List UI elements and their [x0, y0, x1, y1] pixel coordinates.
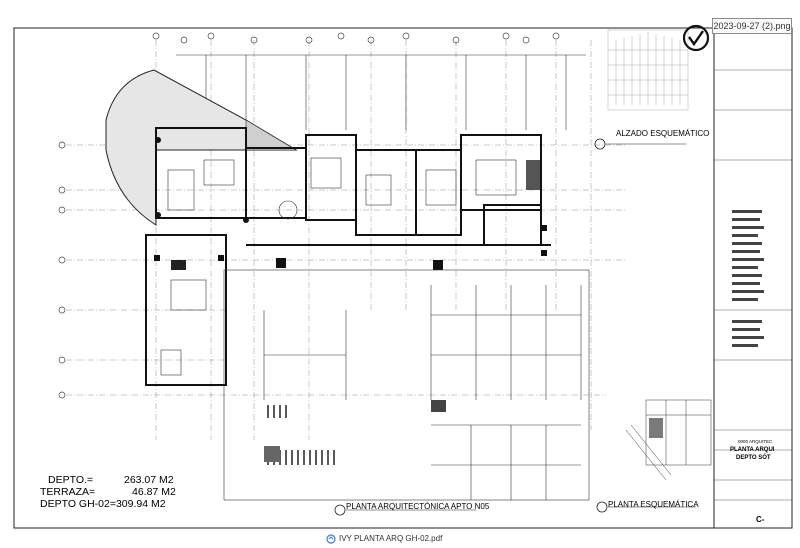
sheet-subtitle: DEPTO SÓT [736, 455, 771, 461]
file-status-bar: IVY PLANTA ARQ GH-02.pdf [0, 530, 800, 548]
area-row: DEPTO.= 263.07 M2 [40, 474, 176, 486]
office-label: 0000 ARQUITEC [738, 439, 773, 444]
area-row: TERRAZA= 46.87 M2 [40, 486, 176, 498]
sheet-title: PLANTA ARQUI [730, 447, 775, 453]
file-name[interactable]: IVY PLANTA ARQ GH-02.pdf [339, 534, 443, 543]
area-summary: DEPTO.= 263.07 M2 TERRAZA= 46.87 M2 DEPT… [40, 474, 176, 510]
area-label: TERRAZA= [40, 486, 96, 498]
area-value: 309.94 M2 [115, 498, 166, 510]
image-tab-label[interactable]: 2023-09-27 (2).png [712, 18, 792, 34]
title-block: 0000 ARQUITEC PLANTA ARQUI DEPTO SÓT C- [716, 55, 775, 525]
area-value: 46.87 M2 [132, 486, 176, 498]
check-circle-icon [682, 24, 710, 52]
sheet-code: C- [756, 515, 765, 524]
floor-plan-label: PLANTA ARQUITECTÓNICA APTO N05 [346, 502, 490, 511]
area-label: DEPTO.= [48, 474, 94, 486]
area-value: 263.07 M2 [124, 474, 174, 486]
schematic-plan-label: PLANTA ESQUEMÁTICA [608, 500, 699, 509]
drawing-sheet [6, 10, 796, 530]
area-label: DEPTO GH-02= [40, 498, 116, 510]
elevation-label: ALZADO ESQUEMÁTICO [616, 129, 710, 138]
area-row: DEPTO GH-02= 309.94 M2 [40, 498, 176, 510]
pdf-file-icon [326, 534, 336, 544]
floor-plan-drawing [13, 27, 793, 529]
